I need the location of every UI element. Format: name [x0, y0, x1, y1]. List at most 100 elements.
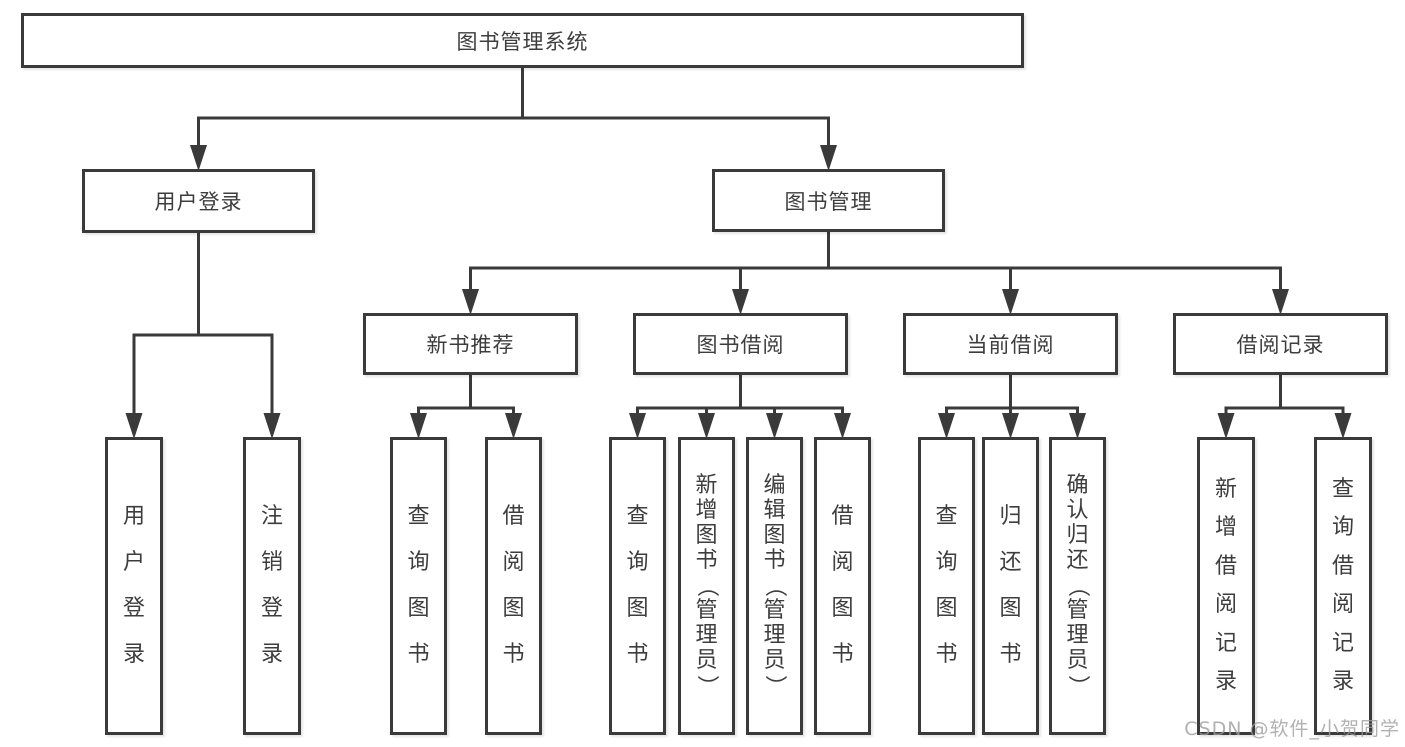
node-label-char: 员 — [763, 648, 786, 673]
node-label-char: 阅 — [831, 550, 854, 575]
arrowhead-down-icon — [1334, 413, 1352, 439]
node-label-char: 书 — [407, 642, 430, 667]
node-label-char: 询 — [935, 550, 958, 575]
node-leaf-edit-book: 编辑图书（管理员） — [746, 437, 803, 735]
arrowhead-down-icon — [410, 413, 427, 439]
node-root: 图书管理系统 — [21, 13, 1024, 68]
node-leaf-return-book: 归还图书 — [982, 437, 1039, 735]
node-label-char: 书 — [763, 548, 786, 573]
node-label-char: 管 — [763, 598, 786, 623]
node-label-char: 记 — [1214, 630, 1237, 656]
node-label-char: 录 — [1331, 668, 1354, 694]
node-leaf-query-book-2: 查询图书 — [609, 437, 666, 735]
node-label-char: 归 — [999, 504, 1022, 529]
node-label-char: 图 — [626, 596, 649, 621]
node-label-char: 用 — [122, 504, 145, 529]
arrowhead-down-icon — [834, 413, 851, 439]
arrowhead-down-icon — [732, 289, 749, 315]
node-leaf-query-book-1: 查询图书 — [390, 437, 447, 735]
node-leaf-query-book-3: 查询图书 — [918, 437, 975, 735]
node-borrow-records: 借阅记录 — [1173, 313, 1388, 375]
node-label-char: 询 — [1331, 515, 1354, 541]
node-label-char: 图 — [831, 596, 854, 621]
node-label-char: 理 — [763, 623, 786, 648]
node-label-char: 确 — [1066, 473, 1089, 498]
arrowhead-down-icon — [1217, 413, 1235, 439]
node-label-char: 管 — [1066, 598, 1089, 623]
node-label-char: 借 — [1214, 553, 1237, 579]
node-label-char: 图 — [695, 523, 718, 548]
node-label-char: ） — [694, 674, 720, 698]
node-label-char: 阅 — [1214, 592, 1237, 618]
node-label-char: 销 — [260, 550, 283, 575]
node-label-char: 借 — [1331, 553, 1354, 579]
arrowhead-down-icon — [698, 413, 715, 439]
node-leaf-user-login: 用户登录 — [105, 437, 163, 735]
arrowhead-down-icon — [125, 413, 143, 439]
node-label-char: 记 — [1331, 630, 1354, 656]
node-label-char: 查 — [935, 504, 958, 529]
node-label-char: 书 — [999, 642, 1022, 667]
node-label-char: 新 — [695, 473, 718, 498]
node-current-borrow: 当前借阅 — [903, 313, 1118, 375]
node-label-char: 询 — [626, 550, 649, 575]
arrowhead-down-icon — [190, 145, 207, 171]
node-label-char: 录 — [260, 642, 283, 667]
node-user-login: 用户登录 — [82, 169, 315, 233]
node-label-char: （ — [762, 574, 788, 598]
node-label-char: ） — [1065, 674, 1091, 698]
arrowhead-down-icon — [1002, 413, 1019, 439]
node-label-char: 图 — [407, 596, 430, 621]
arrowhead-down-icon — [820, 145, 837, 171]
node-label-char: 录 — [1214, 668, 1237, 694]
node-label-char: 借 — [831, 504, 854, 529]
node-new-book-rec: 新书推荐 — [363, 313, 578, 375]
node-label-char: 书 — [626, 642, 649, 667]
node-label-char: 询 — [407, 550, 430, 575]
node-label-char: 阅 — [1331, 592, 1354, 618]
node-label-char: 登 — [260, 596, 283, 621]
node-label-char: 图 — [502, 596, 525, 621]
node-leaf-borrow-book-2: 借阅图书 — [814, 437, 871, 735]
node-label-char: 书 — [502, 642, 525, 667]
node-label-char: ） — [762, 674, 788, 698]
node-label-char: 图 — [763, 523, 786, 548]
node-leaf-logout: 注销登录 — [243, 437, 301, 735]
node-label-char: 借 — [502, 504, 525, 529]
node-label-char: 归 — [1066, 523, 1089, 548]
arrowhead-down-icon — [938, 413, 955, 439]
node-label-char: 辑 — [763, 498, 786, 523]
node-leaf-confirm-return: 确认归还（管理员） — [1049, 437, 1106, 735]
node-label-char: 增 — [695, 498, 718, 523]
arrowhead-down-icon — [1002, 289, 1019, 315]
node-label-char: 图 — [999, 596, 1022, 621]
arrowhead-down-icon — [462, 289, 479, 315]
node-label-char: 新 — [1214, 477, 1237, 503]
node-label-char: 编 — [763, 473, 786, 498]
watermark-text: CSDN @软件_小贺同学 — [1184, 718, 1400, 740]
node-label-char: 书 — [695, 548, 718, 573]
node-label-char: （ — [1065, 574, 1091, 598]
node-leaf-query-borrow-record: 查询借阅记录 — [1314, 437, 1372, 735]
node-label-char: 户 — [122, 550, 145, 575]
node-label-char: （ — [694, 574, 720, 598]
node-leaf-add-borrow-record: 新增借阅记录 — [1197, 437, 1255, 735]
node-leaf-add-book: 新增图书（管理员） — [678, 437, 735, 735]
arrowhead-down-icon — [505, 413, 522, 439]
node-book-mgmt: 图书管理 — [712, 169, 945, 232]
node-label-char: 图 — [935, 596, 958, 621]
node-label-char: 录 — [122, 642, 145, 667]
node-label-char: 查 — [626, 504, 649, 529]
arrowhead-down-icon — [629, 413, 646, 439]
arrowhead-down-icon — [1272, 289, 1289, 315]
node-label-char: 员 — [695, 648, 718, 673]
node-label-char: 书 — [935, 642, 958, 667]
node-label-char: 增 — [1214, 515, 1237, 541]
node-label-char: 管 — [695, 598, 718, 623]
node-label-char: 登 — [122, 596, 145, 621]
arrowhead-down-icon — [766, 413, 783, 439]
node-book-borrow: 图书借阅 — [633, 313, 848, 375]
node-label-char: 查 — [407, 504, 430, 529]
